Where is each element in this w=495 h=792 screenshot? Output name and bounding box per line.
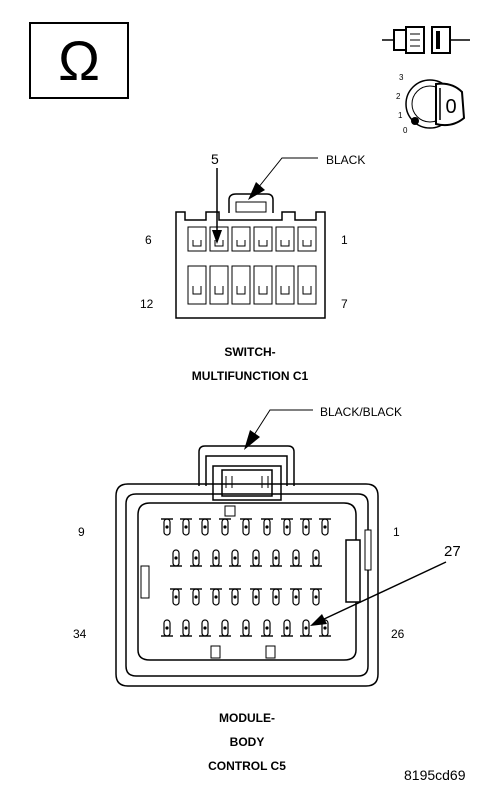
c5-pin-cavity [199, 518, 211, 536]
c5-pin-cavity [190, 549, 202, 567]
ignition-position-3: 3 [399, 73, 404, 82]
c5-pin-cavity [170, 588, 182, 606]
c5-pin-array [161, 518, 331, 637]
c5-callout-pin: 27 [444, 543, 461, 560]
c5-title-line3: CONTROL C5 [208, 759, 286, 773]
c5-pin-1-label: 1 [393, 525, 400, 539]
connector-disconnect-icon [382, 26, 470, 54]
figure-id: 8195cd69 [404, 767, 466, 783]
c1-bottom-row [187, 265, 317, 305]
ignition-key-label: 0 [445, 96, 456, 118]
c1-title-line1: SWITCH- [224, 345, 275, 359]
c5-pin-cavity [250, 549, 262, 567]
c5-pin-cavity [210, 549, 222, 567]
c5-pin-cavity [229, 549, 241, 567]
c5-pin-cavity [219, 619, 231, 637]
c5-pin-cavity [170, 549, 182, 567]
ignition-position-1: 1 [398, 111, 403, 120]
c5-pin-cavity [250, 588, 262, 606]
c5-wire-color: BLACK/BLACK [320, 405, 402, 419]
c5-pin-cavity [210, 588, 222, 606]
ignition-key-icon: 3 2 1 0 0 [396, 73, 466, 135]
c1-pin-7-label: 7 [341, 297, 348, 311]
c5-pin-cavity [270, 549, 282, 567]
c1-wire-color: BLACK [326, 153, 365, 167]
c5-pin-cavity [300, 518, 312, 536]
connector-c1: BLACK 5 [140, 151, 365, 383]
c1-top-row [187, 226, 317, 252]
c5-pin-cavity [281, 619, 293, 637]
c5-pin-cavity [261, 518, 273, 536]
c1-title-line2: MULTIFUNCTION C1 [192, 369, 309, 383]
c5-pin-cavity [281, 518, 293, 536]
c5-pin-9-label: 9 [78, 525, 85, 539]
c5-pin-cavity [290, 588, 302, 606]
c5-title-line2: BODY [230, 735, 265, 749]
c5-pin-cavity [290, 549, 302, 567]
c5-pin-cavity [219, 518, 231, 536]
c1-pin-12-label: 12 [140, 297, 154, 311]
c5-pin-cavity [261, 619, 273, 637]
c5-pin-cavity [161, 518, 173, 536]
ignition-position-2: 2 [396, 92, 401, 101]
c5-pin-cavity [310, 549, 322, 567]
c5-title-line1: MODULE- [219, 711, 275, 725]
c5-pin-cavity [229, 588, 241, 606]
c5-pin-cavity [180, 518, 192, 536]
ohm-symbol: Ω [58, 29, 100, 92]
c5-pin-cavity [190, 588, 202, 606]
c5-pin-34-label: 34 [73, 627, 87, 641]
ignition-position-0: 0 [403, 126, 408, 135]
ohmmeter-icon: Ω [29, 22, 129, 99]
c5-pin-cavity [310, 588, 322, 606]
c1-pin-6-label: 6 [145, 233, 152, 247]
connector-c5: BLACK/BLACK 27 9 1 34 26 MODUL [73, 405, 461, 773]
c1-pin-1-label: 1 [341, 233, 348, 247]
c5-pin-cavity [240, 619, 252, 637]
c5-pin-cavity [180, 619, 192, 637]
c5-pin-cavity [240, 518, 252, 536]
c5-pin-cavity [300, 619, 312, 637]
c5-pin-cavity [161, 619, 173, 637]
c5-pin-cavity [199, 619, 211, 637]
c5-pin-cavity [270, 588, 282, 606]
c1-callout-pin: 5 [211, 151, 219, 167]
c5-pin-cavity [319, 518, 331, 536]
c5-pin-26-label: 26 [391, 627, 405, 641]
